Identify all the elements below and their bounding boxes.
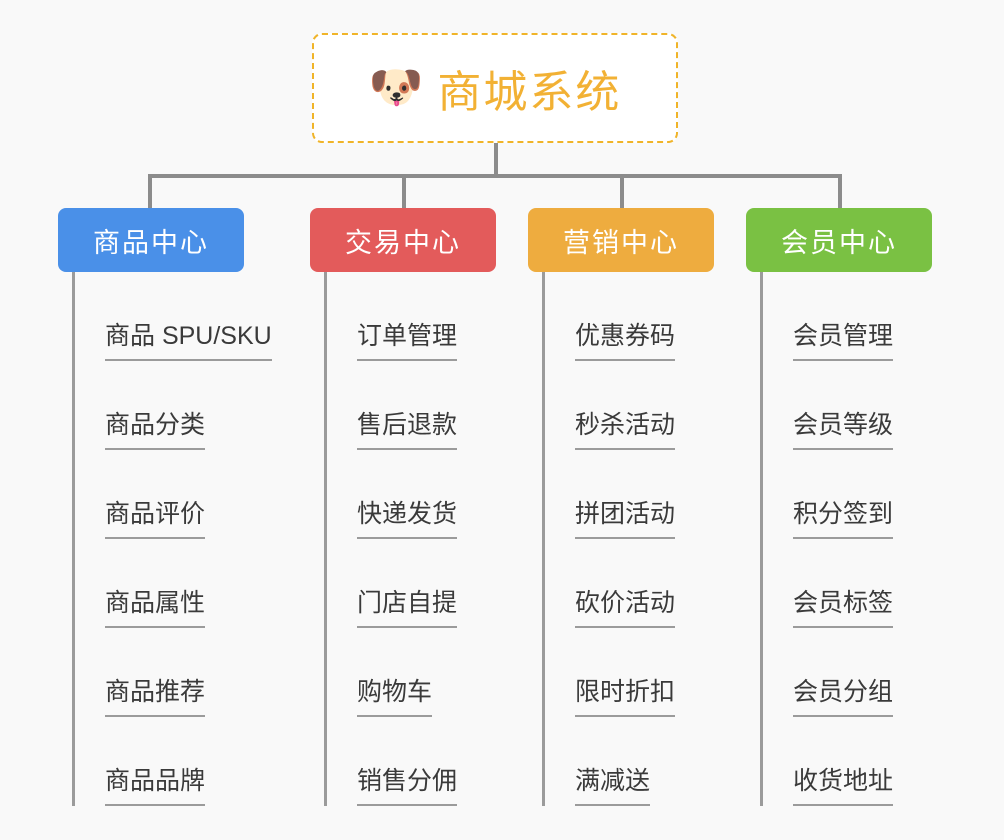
leaf-label: 优惠券码 [575, 316, 676, 361]
root-title: 商城系统 [437, 68, 622, 117]
branch-column-2: 交易中心 订单管理 售后退款 快递发货 门店自提 购物车 销售分佣 [310, 208, 510, 806]
list-item[interactable]: 门店自提 [324, 539, 510, 628]
root-node[interactable]: 🐶 商城系统 [312, 33, 678, 143]
leaf-list-2: 订单管理 售后退款 快递发货 门店自提 购物车 销售分佣 [310, 272, 510, 806]
leaf-list-3: 优惠券码 秒杀活动 拼团活动 砍价活动 限时折扣 满减送 [528, 272, 728, 806]
leaf-label: 商品分类 [105, 405, 206, 450]
list-item[interactable]: 积分签到 [760, 450, 946, 539]
list-item[interactable]: 砍价活动 [542, 539, 728, 628]
leaf-label: 商品属性 [105, 583, 206, 628]
leaf-label: 购物车 [357, 672, 433, 717]
branch-header-4[interactable]: 会员中心 [746, 208, 932, 272]
leaf-label: 拼团活动 [575, 494, 676, 539]
branch-header-1[interactable]: 商品中心 [58, 208, 244, 272]
leaf-label: 限时折扣 [575, 672, 676, 717]
list-item[interactable]: 限时折扣 [542, 628, 728, 717]
branch-column-4: 会员中心 会员管理 会员等级 积分签到 会员标签 会员分组 收货地址 [746, 208, 946, 806]
list-item[interactable]: 会员等级 [760, 361, 946, 450]
list-item[interactable]: 商品分类 [72, 361, 278, 450]
leaf-label: 收货地址 [793, 761, 894, 806]
leaf-label: 销售分佣 [357, 761, 458, 806]
connector-root-stem [494, 143, 498, 176]
leaf-label: 订单管理 [357, 316, 458, 361]
leaf-stem-4 [760, 272, 763, 806]
leaf-label: 快递发货 [357, 494, 458, 539]
leaf-label: 售后退款 [357, 405, 458, 450]
branch-header-3[interactable]: 营销中心 [528, 208, 714, 272]
leaf-label: 商品品牌 [105, 761, 206, 806]
connector-drop-1 [148, 174, 152, 208]
dog-face-icon: 🐶 [368, 63, 424, 112]
list-item[interactable]: 会员标签 [760, 539, 946, 628]
list-item[interactable]: 商品品牌 [72, 717, 278, 806]
leaf-label: 商品推荐 [105, 672, 206, 717]
branch-header-label: 营销中心 [563, 227, 679, 258]
list-item[interactable]: 会员管理 [760, 272, 946, 361]
leaf-label: 商品 SPU/SKU [105, 316, 272, 361]
connector-drop-4 [838, 174, 842, 208]
branch-header-2[interactable]: 交易中心 [310, 208, 496, 272]
leaf-stem-2 [324, 272, 327, 806]
list-item[interactable]: 销售分佣 [324, 717, 510, 806]
list-item[interactable]: 满减送 [542, 717, 728, 806]
list-item[interactable]: 优惠券码 [542, 272, 728, 361]
leaf-list-4: 会员管理 会员等级 积分签到 会员标签 会员分组 收货地址 [746, 272, 946, 806]
branch-header-label: 交易中心 [345, 227, 461, 258]
leaf-label: 满减送 [575, 761, 651, 806]
leaf-stem-1 [72, 272, 75, 806]
list-item[interactable]: 售后退款 [324, 361, 510, 450]
list-item[interactable]: 商品 SPU/SKU [72, 272, 278, 361]
list-item[interactable]: 购物车 [324, 628, 510, 717]
leaf-list-1: 商品 SPU/SKU 商品分类 商品评价 商品属性 商品推荐 商品品牌 [58, 272, 278, 806]
branch-header-label: 会员中心 [781, 227, 897, 258]
list-item[interactable]: 订单管理 [324, 272, 510, 361]
list-item[interactable]: 拼团活动 [542, 450, 728, 539]
leaf-label: 会员等级 [793, 405, 894, 450]
list-item[interactable]: 秒杀活动 [542, 361, 728, 450]
list-item[interactable]: 商品评价 [72, 450, 278, 539]
branch-column-1: 商品中心 商品 SPU/SKU 商品分类 商品评价 商品属性 商品推荐 商品品牌 [58, 208, 278, 806]
list-item[interactable]: 商品推荐 [72, 628, 278, 717]
list-item[interactable]: 商品属性 [72, 539, 278, 628]
list-item[interactable]: 会员分组 [760, 628, 946, 717]
leaf-label: 门店自提 [357, 583, 458, 628]
branch-column-3: 营销中心 优惠券码 秒杀活动 拼团活动 砍价活动 限时折扣 满减送 [528, 208, 728, 806]
leaf-label: 会员管理 [793, 316, 894, 361]
connector-bus [148, 174, 842, 178]
leaf-label: 商品评价 [105, 494, 206, 539]
branch-header-label: 商品中心 [93, 227, 209, 258]
list-item[interactable]: 快递发货 [324, 450, 510, 539]
leaf-label: 会员标签 [793, 583, 894, 628]
leaf-label: 秒杀活动 [575, 405, 676, 450]
connector-drop-3 [620, 174, 624, 208]
connector-drop-2 [402, 174, 406, 208]
leaf-stem-3 [542, 272, 545, 806]
leaf-label: 砍价活动 [575, 583, 676, 628]
leaf-label: 积分签到 [793, 494, 894, 539]
list-item[interactable]: 收货地址 [760, 717, 946, 806]
leaf-label: 会员分组 [793, 672, 894, 717]
